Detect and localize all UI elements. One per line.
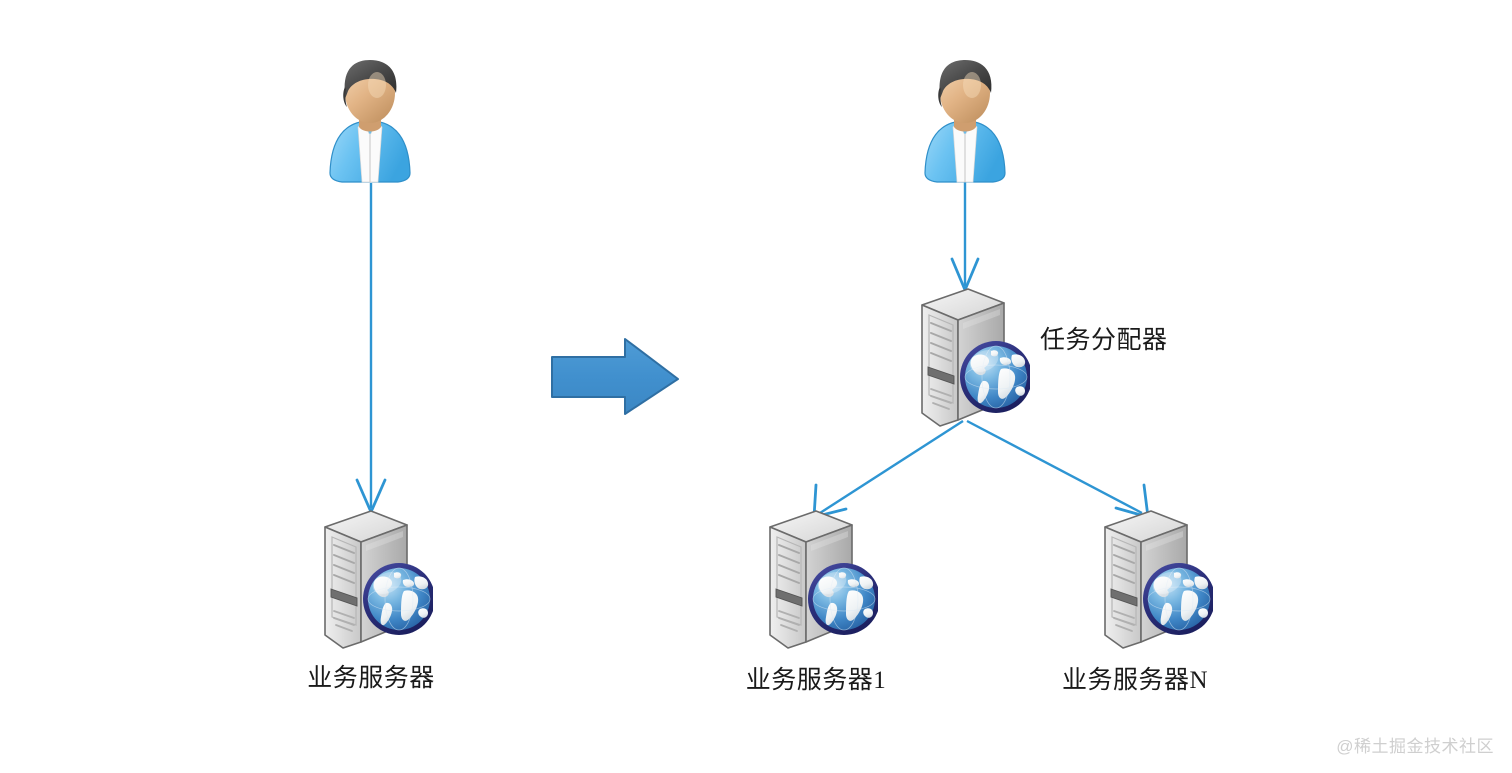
label-business-server: 业务服务器 [307,665,435,692]
server-globe-icon-left[interactable] [324,510,435,649]
label-business-server-n: 业务服务器N [1062,667,1209,694]
left-scene [324,59,435,649]
right-arrow-icon[interactable] [551,338,679,415]
server-globe-icon-server1[interactable] [769,510,880,649]
user-avatar-icon-right[interactable] [924,59,1006,183]
server-globe-icon-serverN[interactable] [1104,510,1215,649]
connector-distributor-to-serverN [966,419,1150,519]
label-task-distributor: 任务分配器 [1040,327,1168,354]
connector-distributor-to-server1 [812,419,964,519]
right-scene [769,59,1215,649]
connector-user-to-distributor [950,182,980,292]
transition-arrow-group [551,338,679,415]
connector-user-to-server [355,183,387,514]
user-avatar-icon-left[interactable] [329,59,411,183]
label-business-server-1: 业务服务器1 [745,667,887,694]
watermark-text: @稀土掘金技术社区 [1336,737,1494,756]
server-globe-icon-distributor[interactable] [921,288,1032,427]
